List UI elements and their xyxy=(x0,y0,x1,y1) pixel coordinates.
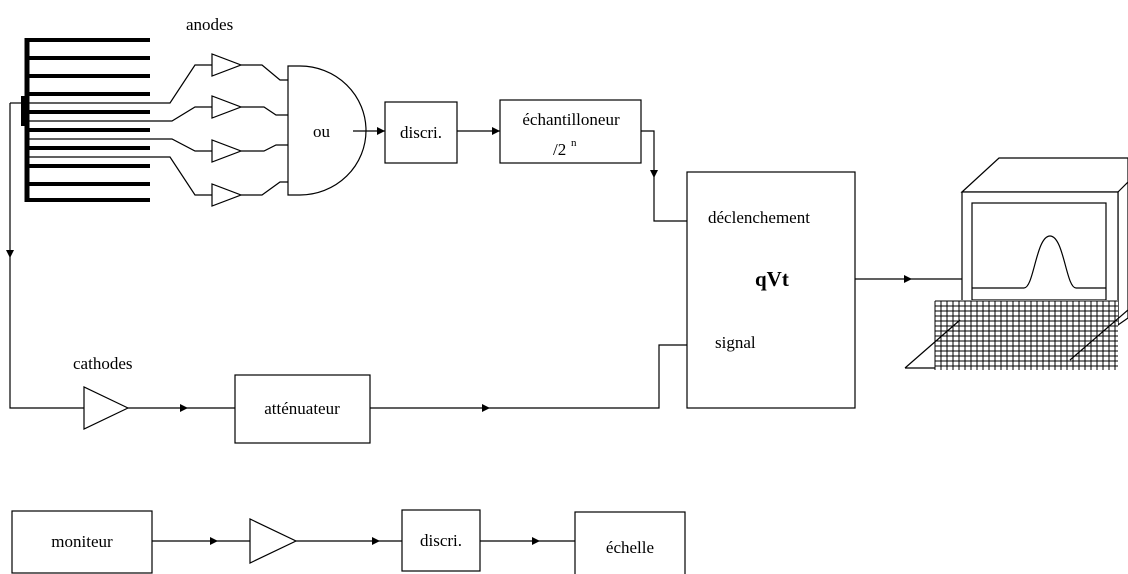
cathode-wire xyxy=(9,258,84,409)
scaler-block: échelle xyxy=(574,511,686,574)
or-gate-label: ou xyxy=(313,122,331,141)
or-gate-inputs xyxy=(241,64,294,196)
anode-amplifier-icon xyxy=(211,53,243,207)
trigger-wire xyxy=(653,178,687,222)
discriminator-bottom-label: discri. xyxy=(420,531,462,550)
discriminator-top-label: discri. xyxy=(400,123,442,142)
sampler-exponent: n xyxy=(571,137,577,149)
or-gate: ou xyxy=(287,65,367,196)
sampler-block: échantilloneur /2 n xyxy=(499,99,642,164)
anodes-label: anodes xyxy=(186,15,233,34)
discriminator-top: discri. xyxy=(384,101,458,164)
monitor-amplifier-icon xyxy=(249,518,298,564)
trigger-input-label: déclenchement xyxy=(708,208,810,227)
signal-input-label: signal xyxy=(715,333,756,352)
cathodes-label: cathodes xyxy=(73,354,132,373)
discriminator-bottom: discri. xyxy=(401,509,481,572)
qvt-label: qVt xyxy=(755,267,789,291)
sampler-divider-label: /2 xyxy=(553,140,566,159)
monitor-label: moniteur xyxy=(51,532,113,551)
attenuator-block: atténuateur xyxy=(234,374,371,444)
qvt-block: déclenchement qVt signal xyxy=(686,171,856,409)
attenuator-label: atténuateur xyxy=(264,399,340,418)
anode-wires xyxy=(150,64,212,196)
oscilloscope-display-icon xyxy=(904,157,1128,370)
detector-icon xyxy=(21,38,150,202)
sampler-output-wire xyxy=(641,130,658,178)
cathode-amplifier-icon xyxy=(83,386,130,430)
scaler-label: échelle xyxy=(606,538,654,557)
sampler-label: échantilloneur xyxy=(522,110,620,129)
monitor-block: moniteur xyxy=(11,510,153,574)
signal-wire xyxy=(490,344,687,409)
